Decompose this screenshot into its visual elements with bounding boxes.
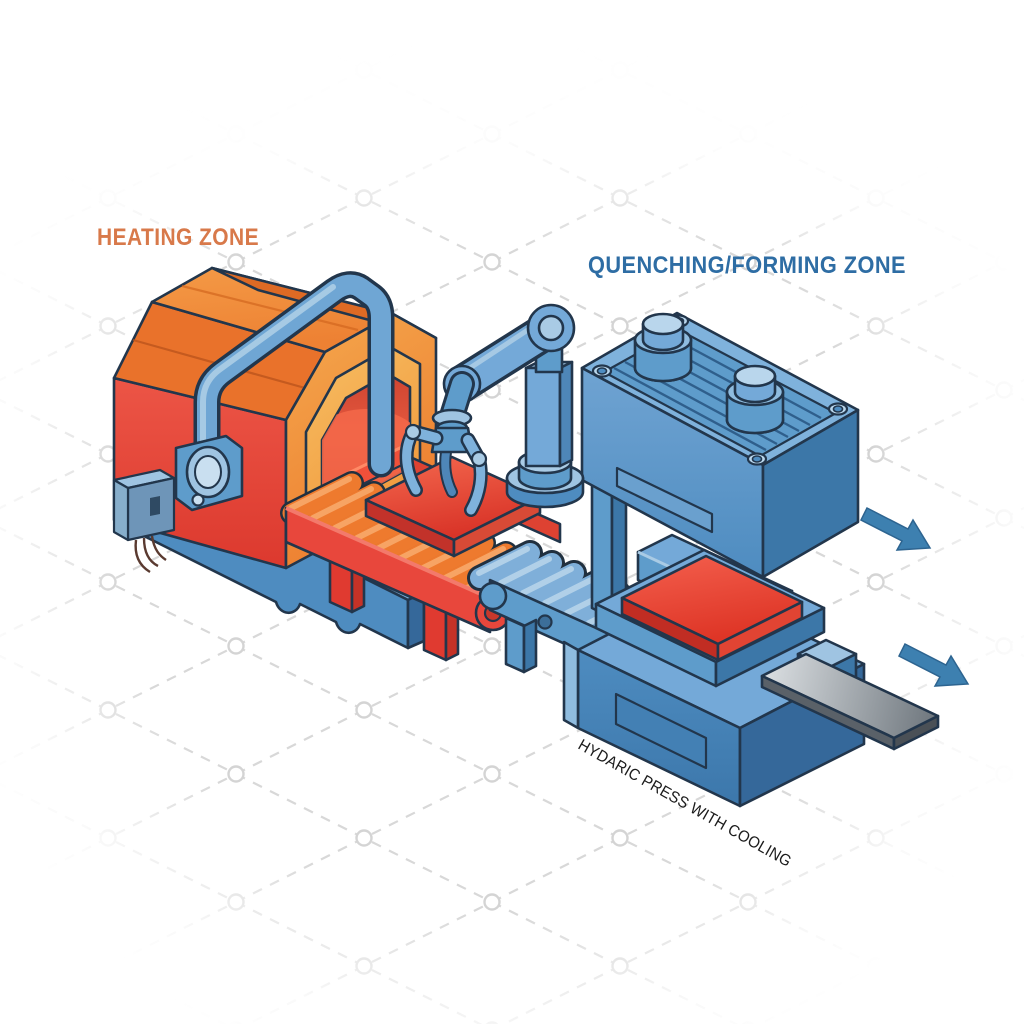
press-base-recess — [614, 692, 708, 770]
robot-base — [505, 449, 585, 509]
hot-blank-in-press — [620, 554, 804, 662]
formed-steel-sheet — [760, 652, 940, 751]
heating-zone-label: HEATING ZONE — [97, 224, 259, 251]
flow-arrow-bottom — [897, 642, 970, 687]
press-head-slot — [615, 466, 714, 534]
flow-arrow-top — [859, 506, 932, 551]
transfer-robot-arm — [399, 303, 585, 517]
robot-column — [524, 360, 574, 468]
furnace-control-box — [112, 468, 176, 574]
quenching-zone-label: QUENCHING/FORMING ZONE — [588, 252, 906, 279]
press-head — [580, 311, 860, 579]
robot-gripper — [399, 423, 488, 517]
press-cylinder-2 — [725, 364, 785, 435]
flow-arrows — [859, 506, 970, 687]
hot-blank — [364, 455, 542, 558]
press-cylinder-1 — [633, 312, 693, 383]
furnace-arch-boss — [174, 434, 244, 512]
furnace-arch-frame — [193, 271, 395, 484]
